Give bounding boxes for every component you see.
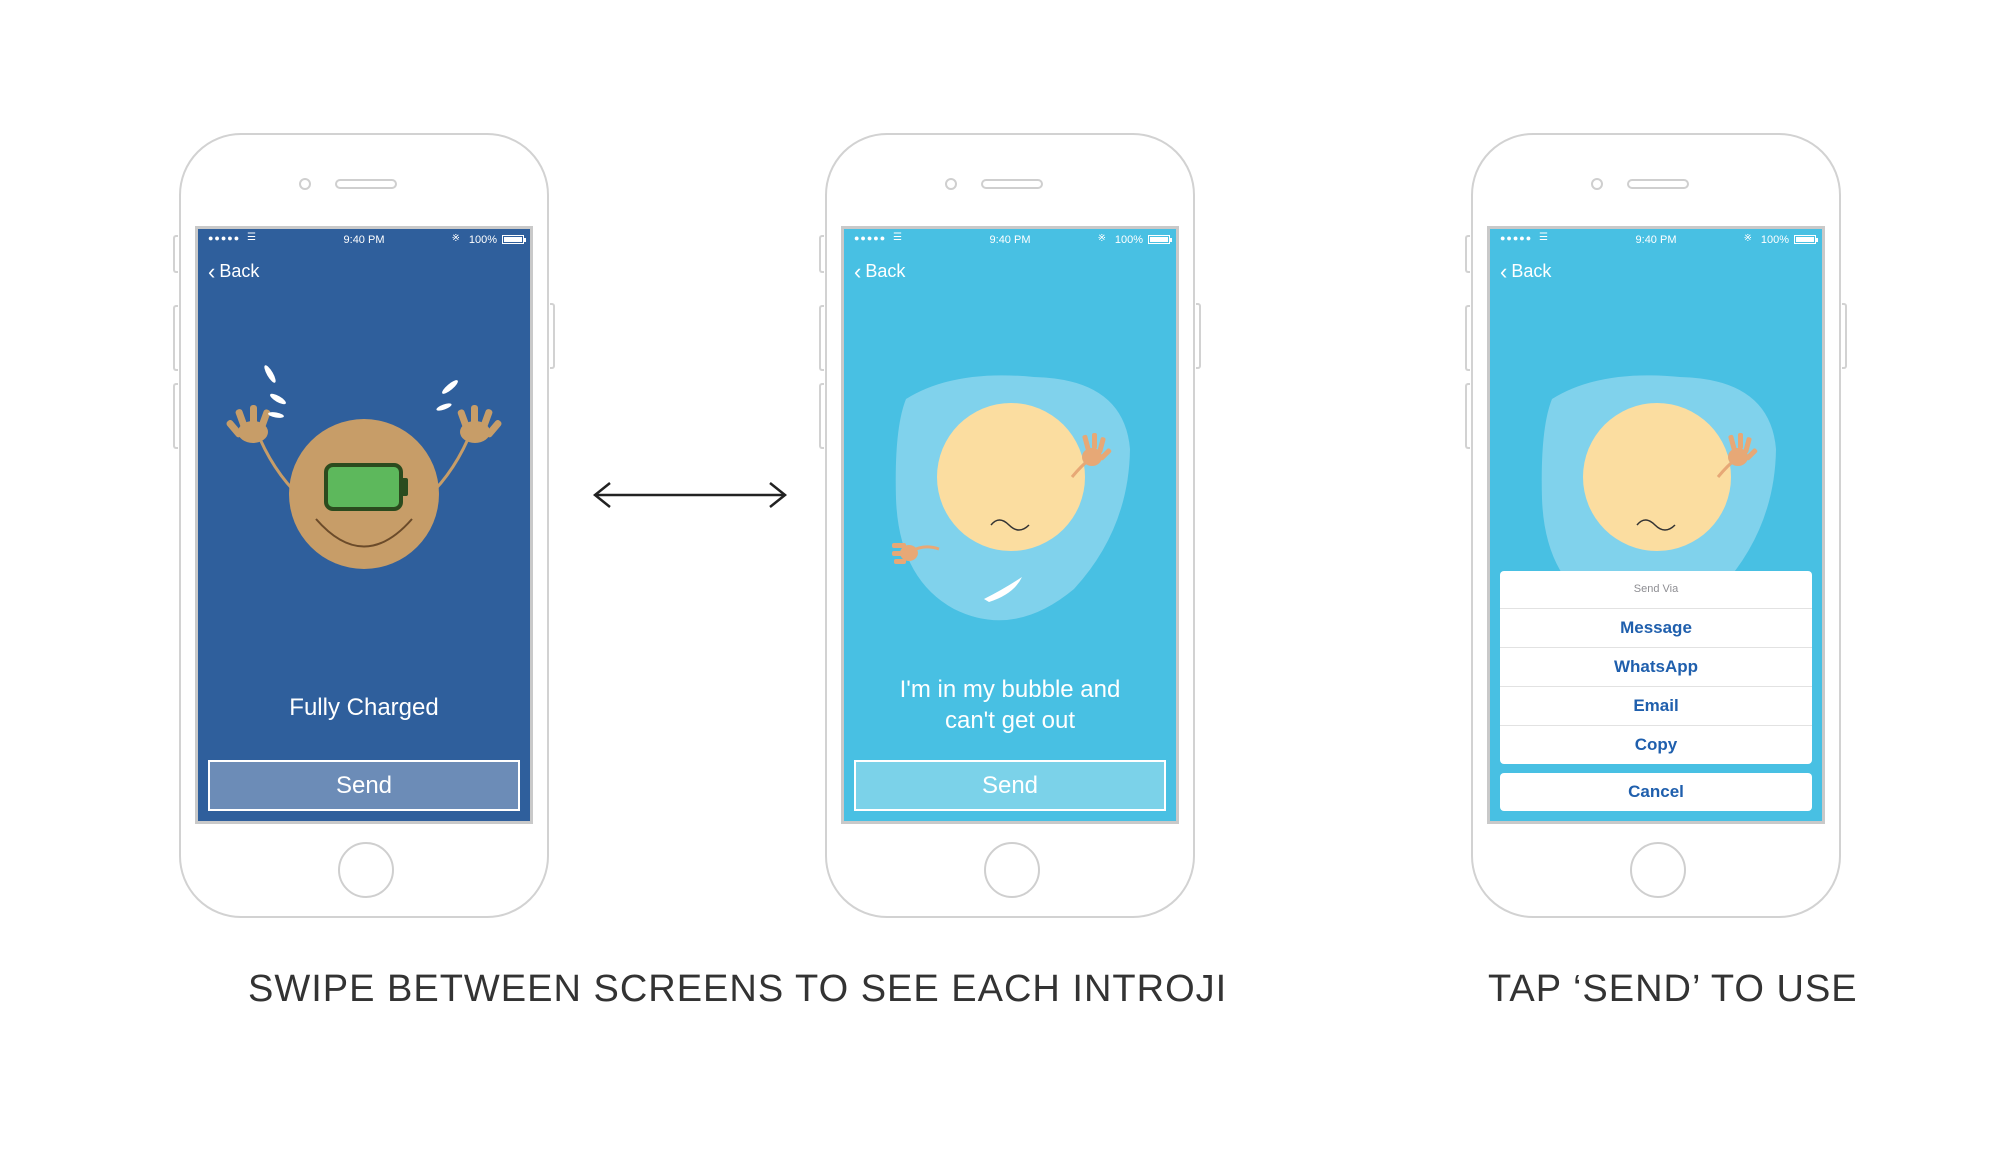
back-label: Back xyxy=(865,261,906,281)
status-bar: ●●●●● ☰ 9:40 PM ※ 100% xyxy=(198,229,530,251)
home-button[interactable] xyxy=(338,842,394,898)
wifi-icon: ☰ xyxy=(1539,232,1548,243)
bluetooth-icon: ※ xyxy=(1097,233,1106,244)
speaker-grille xyxy=(981,179,1043,189)
back-label: Back xyxy=(1511,261,1552,281)
back-label: Back xyxy=(219,261,260,281)
screen-fully-charged: ●●●●● ☰ 9:40 PM ※ 100% ‹Back xyxy=(195,226,533,824)
caption-line-1: I'm in my bubble and xyxy=(899,676,1121,703)
speaker-grille xyxy=(335,179,397,189)
introji-caption: I'm in my bubble and can't get out xyxy=(844,674,1176,736)
camera-icon xyxy=(1591,178,1603,190)
cancel-button[interactable]: Cancel xyxy=(1500,773,1812,811)
status-bar: ●●●●● ☰ 9:40 PM ※ 100% xyxy=(1490,229,1822,251)
speaker-grille xyxy=(1627,179,1689,189)
option-whatsapp[interactable]: WhatsApp xyxy=(1500,648,1812,687)
screen-bubble: ●●●●● ☰ 9:40 PM ※ 100% ‹Back xyxy=(841,226,1179,824)
chevron-left-icon: ‹ xyxy=(208,259,216,284)
battery-percent: 100% xyxy=(1760,234,1789,246)
battery-percent: 100% xyxy=(468,234,497,246)
back-button[interactable]: ‹Back xyxy=(208,259,259,285)
back-button[interactable]: ‹Back xyxy=(1500,259,1551,285)
signal-icon: ●●●●● xyxy=(854,233,887,243)
option-email[interactable]: Email xyxy=(1500,687,1812,726)
caption-line-2: can't get out xyxy=(944,707,1075,734)
status-bar: ●●●●● ☰ 9:40 PM ※ 100% xyxy=(844,229,1176,251)
chevron-left-icon: ‹ xyxy=(854,259,862,284)
camera-icon xyxy=(945,178,957,190)
status-time: 9:40 PM xyxy=(989,234,1031,246)
option-message[interactable]: Message xyxy=(1500,609,1812,648)
bluetooth-icon: ※ xyxy=(1743,233,1752,244)
swipe-instruction-label: SWIPE BETWEEN SCREENS TO SEE EACH INTROJ… xyxy=(248,968,1228,1010)
screen-send-sheet: ●●●●● ☰ 9:40 PM ※ 100% ‹Back xyxy=(1487,226,1825,824)
back-button[interactable]: ‹Back xyxy=(854,259,905,285)
send-button[interactable]: Send xyxy=(854,760,1166,811)
camera-icon xyxy=(299,178,311,190)
action-sheet-options: Send Via Message WhatsApp Email Copy xyxy=(1500,571,1812,764)
send-via-action-sheet: Send Via Message WhatsApp Email Copy Can… xyxy=(1500,571,1812,811)
signal-icon: ●●●●● xyxy=(208,233,241,243)
signal-icon: ●●●●● xyxy=(1500,233,1533,243)
action-sheet-title: Send Via xyxy=(1500,571,1812,609)
battery-percent: 100% xyxy=(1114,234,1143,246)
wifi-icon: ☰ xyxy=(893,232,902,243)
home-button[interactable] xyxy=(984,842,1040,898)
chevron-left-icon: ‹ xyxy=(1500,259,1508,284)
phone-mockup-2: ●●●●● ☰ 9:40 PM ※ 100% ‹Back xyxy=(819,133,1201,918)
battery-icon xyxy=(502,235,526,244)
tap-send-instruction-label: TAP ‘SEND’ TO USE xyxy=(1488,968,1858,1010)
bubble-face-icon xyxy=(892,375,1130,621)
option-copy[interactable]: Copy xyxy=(1634,735,1678,754)
status-time: 9:40 PM xyxy=(1635,234,1677,246)
phone-mockup-1: ●●●●● ☰ 9:40 PM ※ 100% ‹Back xyxy=(173,133,555,918)
phone-mockup-3: ●●●●● ☰ 9:40 PM ※ 100% ‹Back xyxy=(1465,133,1847,918)
introji-caption: Fully Charged xyxy=(198,692,530,723)
status-time: 9:40 PM xyxy=(343,234,385,246)
send-button[interactable]: Send xyxy=(208,760,520,811)
caption-line-1: Fully Charged xyxy=(289,694,439,721)
home-button[interactable] xyxy=(1630,842,1686,898)
battery-face-icon xyxy=(226,365,502,569)
bluetooth-icon: ※ xyxy=(451,233,460,244)
bubble-face-icon xyxy=(1541,375,1776,621)
double-arrow-icon xyxy=(592,482,788,508)
wifi-icon: ☰ xyxy=(247,232,256,243)
battery-icon xyxy=(1148,235,1172,244)
battery-icon xyxy=(1794,235,1818,244)
